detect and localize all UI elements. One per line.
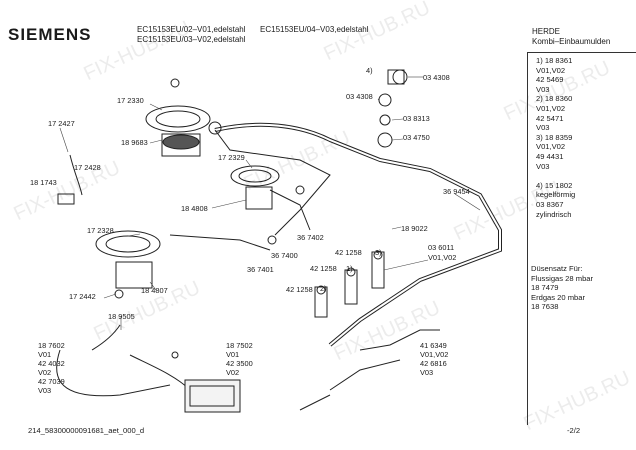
- part-label: 03 6011: [428, 243, 455, 252]
- part-label: 17 2428: [74, 163, 101, 172]
- burner-body-low: [115, 261, 153, 289]
- side-note-line: 03 8367: [536, 199, 564, 209]
- part-label: V01,V02: [428, 253, 457, 262]
- nozzle-line: 18 7638: [531, 302, 559, 312]
- part-label: 18 4808: [181, 204, 208, 213]
- title-line-2: Kombi–Einbaumulden: [532, 37, 611, 46]
- part-label: 18 9683: [121, 138, 148, 147]
- side-note-line: V03: [536, 123, 550, 133]
- nozzle-line: Erdgas 20 mbar: [531, 292, 586, 302]
- burner-gasket-top: [145, 105, 211, 133]
- side-note-line: V01,V02: [536, 142, 566, 152]
- part-label: 17 2329: [218, 153, 245, 162]
- part-label: V02: [38, 368, 52, 377]
- part-label: 42 7039: [38, 377, 65, 386]
- side-note-line: V03: [536, 161, 550, 171]
- part-label: 18 9505: [108, 312, 135, 321]
- nozzle-line: 18 7479: [531, 283, 559, 293]
- part-label: 17 2442: [69, 292, 96, 301]
- burner-gasket-mid: [230, 165, 280, 187]
- part-label: V02: [226, 368, 240, 377]
- part-label: 17 2330: [117, 96, 144, 105]
- model-3: EC15153EU/04–V03,edelstahl: [260, 25, 369, 34]
- part-label: 17 2328: [87, 226, 114, 235]
- side-note-line: [536, 171, 575, 181]
- part-label: 03 8313: [403, 114, 430, 123]
- part-label: 17 2427: [48, 119, 75, 128]
- side-note-line: 49 4431: [536, 151, 564, 161]
- part-label: 42 3500: [226, 359, 253, 368]
- side-note-line: 3) 18 8359: [536, 132, 573, 142]
- side-note-line: zylindrisch: [536, 209, 572, 219]
- part-label: 03 4308: [423, 73, 450, 82]
- part-label: 42 4032: [38, 359, 65, 368]
- valve-3: [371, 251, 385, 289]
- valve-2: [344, 269, 358, 305]
- part-label: 42 1258: [286, 285, 313, 294]
- side-note-line: V01,V02: [536, 103, 566, 113]
- side-note-line: V01,V02: [536, 65, 566, 75]
- part-label: 36 9454: [443, 187, 470, 196]
- nozzle-line: Flussigas 28 mbar: [531, 273, 594, 283]
- part-label: 1): [346, 264, 353, 273]
- brand-logo: SIEMENS: [8, 25, 92, 44]
- part-label: 2): [320, 284, 327, 293]
- side-note-line: V03: [536, 84, 550, 94]
- part-label: 3): [375, 248, 382, 257]
- part-label: 42 1258: [310, 264, 337, 273]
- side-note-line: kegelförmig: [536, 190, 576, 200]
- model-1: EC15153EU/02–V01,edelstahl: [137, 25, 246, 34]
- burner-body-top: [161, 133, 201, 157]
- side-panel-divider: [527, 52, 528, 425]
- part-label: 36 7402: [297, 233, 324, 242]
- part-label: 42 1258: [335, 248, 362, 257]
- burner-body-mid: [245, 186, 273, 210]
- document-id: 214_58300000091681_aet_000_d: [28, 426, 145, 435]
- part-label: 18 1743: [30, 178, 57, 187]
- side-note-line: 1) 18 8361: [536, 56, 573, 65]
- part-label: V01: [38, 350, 52, 359]
- side-notes: 1) 18 8361 V01,V02 42 5469 V03 2) 18 836…: [536, 56, 575, 219]
- title-line-1: HERDE: [532, 27, 561, 36]
- part-label: V01,V02: [420, 350, 449, 359]
- part-label: V03: [420, 368, 434, 377]
- side-note-line: 42 5469: [536, 75, 564, 85]
- model-2: EC15153EU/03–V02,edelstahl: [137, 35, 246, 44]
- nozzle-line: Düsensatz Für:: [531, 264, 583, 273]
- part-label: 18 4807: [141, 286, 168, 295]
- page-number: -2/2: [567, 426, 581, 435]
- part-label: 03 4750: [403, 133, 430, 142]
- part-label: 41 6349: [420, 341, 447, 350]
- part-label: 18 9022: [401, 224, 428, 233]
- valve-1: [314, 286, 328, 318]
- part-label: 36 7400: [271, 251, 298, 260]
- side-note-line: 42 5471: [536, 113, 564, 123]
- header-divider: [527, 52, 636, 53]
- side-note-line: 2) 18 8360: [536, 94, 573, 104]
- fitting-4: [387, 69, 405, 85]
- part-label: 36 7401: [247, 265, 274, 274]
- part-label: V01: [226, 350, 240, 359]
- part-label: 4): [366, 66, 373, 75]
- part-label: V03: [38, 386, 52, 395]
- part-label: 42 6816: [420, 359, 447, 368]
- nozzle-set-notes: Düsensatz Für: Flussigas 28 mbar 18 7479…: [531, 264, 593, 312]
- burner-gasket-low: [95, 230, 161, 258]
- part-label: 18 7502: [226, 341, 253, 350]
- part-label: 18 7602: [38, 341, 65, 350]
- side-note-line: 4) 15 1802: [536, 180, 573, 190]
- part-label: 03 4308: [346, 92, 373, 101]
